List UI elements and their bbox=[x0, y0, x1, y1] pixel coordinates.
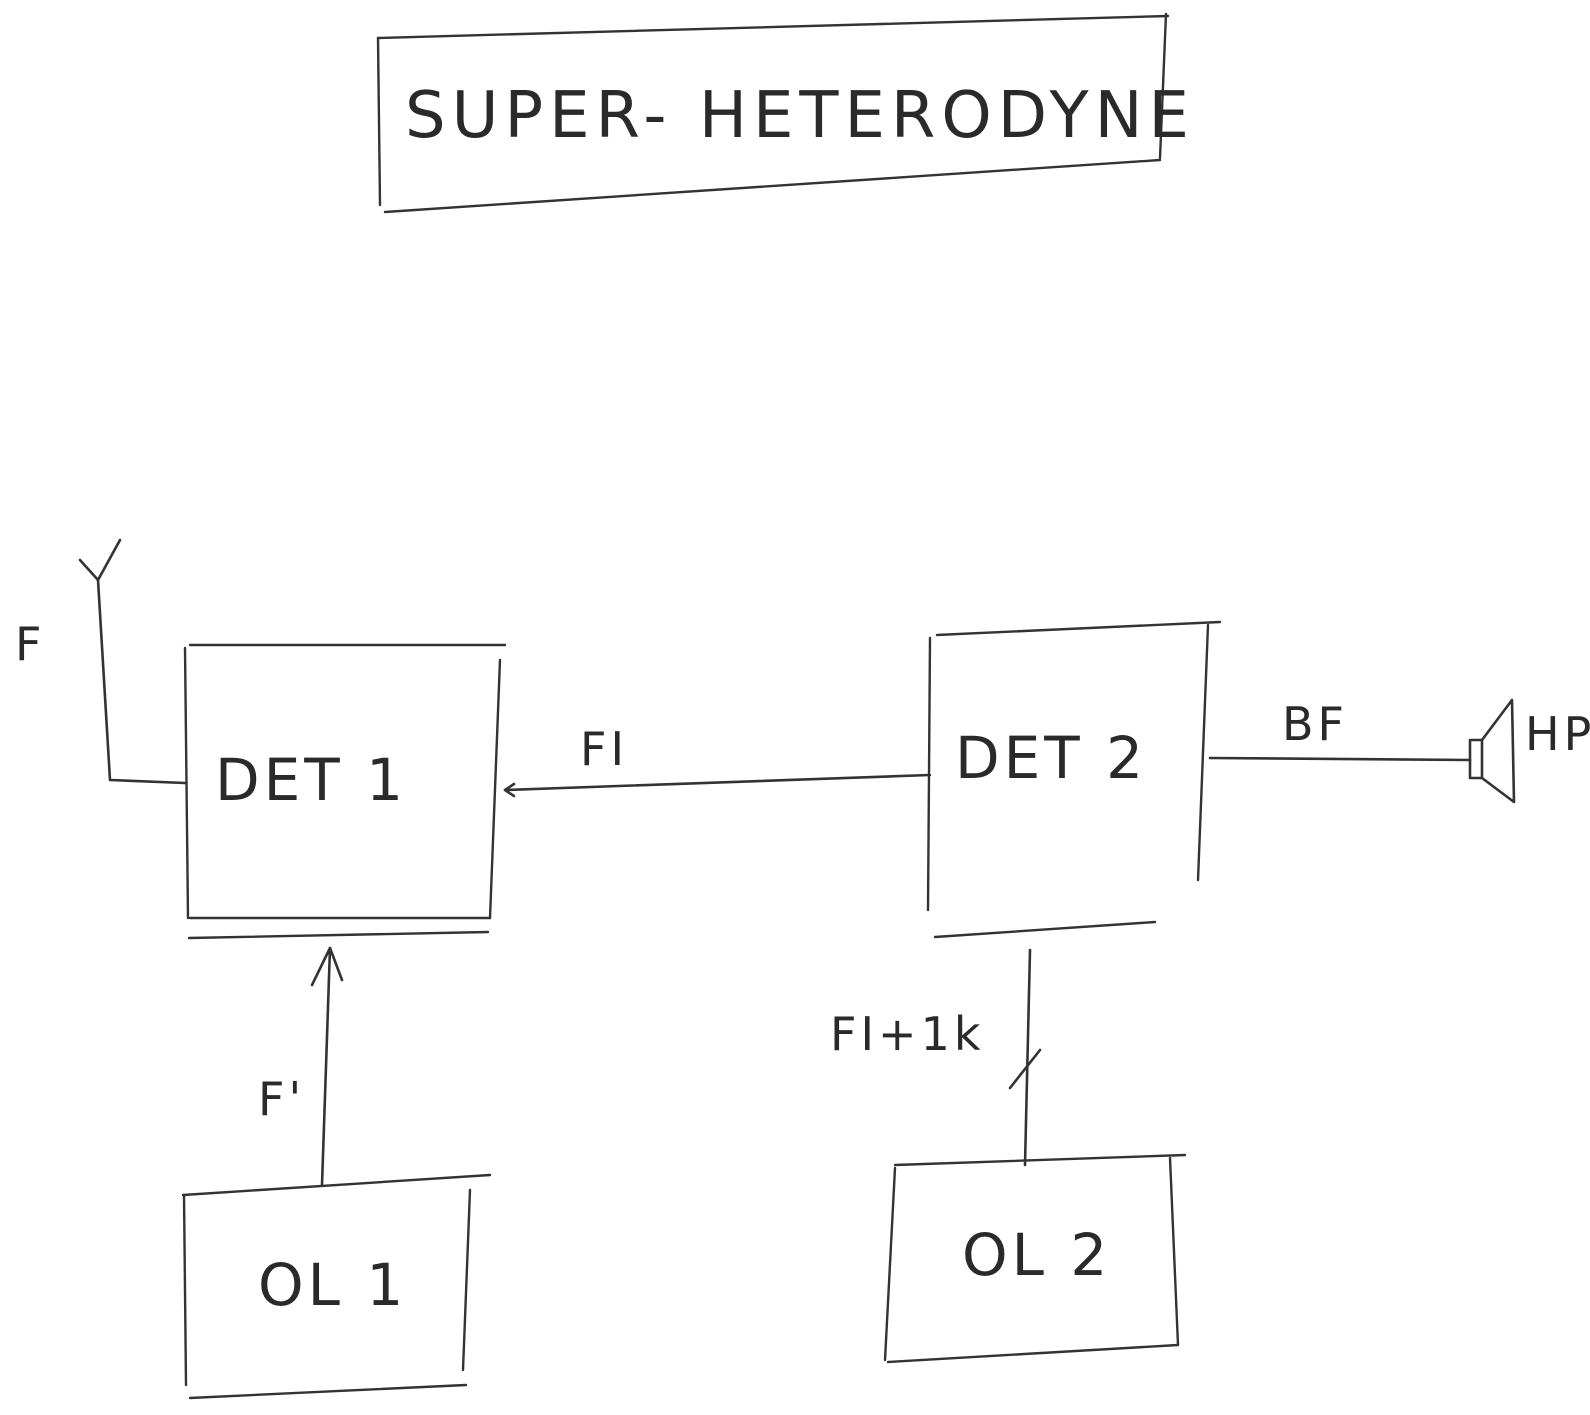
det1-block: DET 1 bbox=[183, 643, 507, 940]
local-osc-1-label: F' bbox=[258, 1072, 305, 1126]
ol1-to-det1-arrow bbox=[310, 946, 344, 1187]
bf-link bbox=[1208, 756, 1472, 762]
diagram-title: SUPER- HETERODYNE bbox=[405, 79, 1195, 153]
ol1-block: OL 1 bbox=[181, 1173, 492, 1400]
ol2-to-det2-link bbox=[1008, 948, 1042, 1167]
local-osc-2-label: FI+1k bbox=[830, 1007, 984, 1061]
det2-label: DET 2 bbox=[955, 724, 1147, 792]
ol2-block: OL 2 bbox=[883, 1153, 1187, 1364]
title-box: SUPER- HETERODYNE bbox=[376, 12, 1195, 214]
antenna-signal-label: F bbox=[15, 617, 45, 671]
det2-block: DET 2 bbox=[926, 620, 1222, 939]
ol1-label: OL 1 bbox=[258, 1251, 407, 1319]
audio-frequency-label: BF bbox=[1282, 697, 1348, 751]
antenna-icon bbox=[78, 538, 187, 785]
ol2-label: OL 2 bbox=[962, 1221, 1111, 1289]
intermediate-frequency-label: FI bbox=[580, 722, 628, 776]
speaker-icon bbox=[1468, 698, 1516, 804]
det1-label: DET 1 bbox=[215, 746, 407, 814]
fi-link bbox=[503, 773, 932, 798]
speaker-label: HP bbox=[1525, 707, 1590, 761]
